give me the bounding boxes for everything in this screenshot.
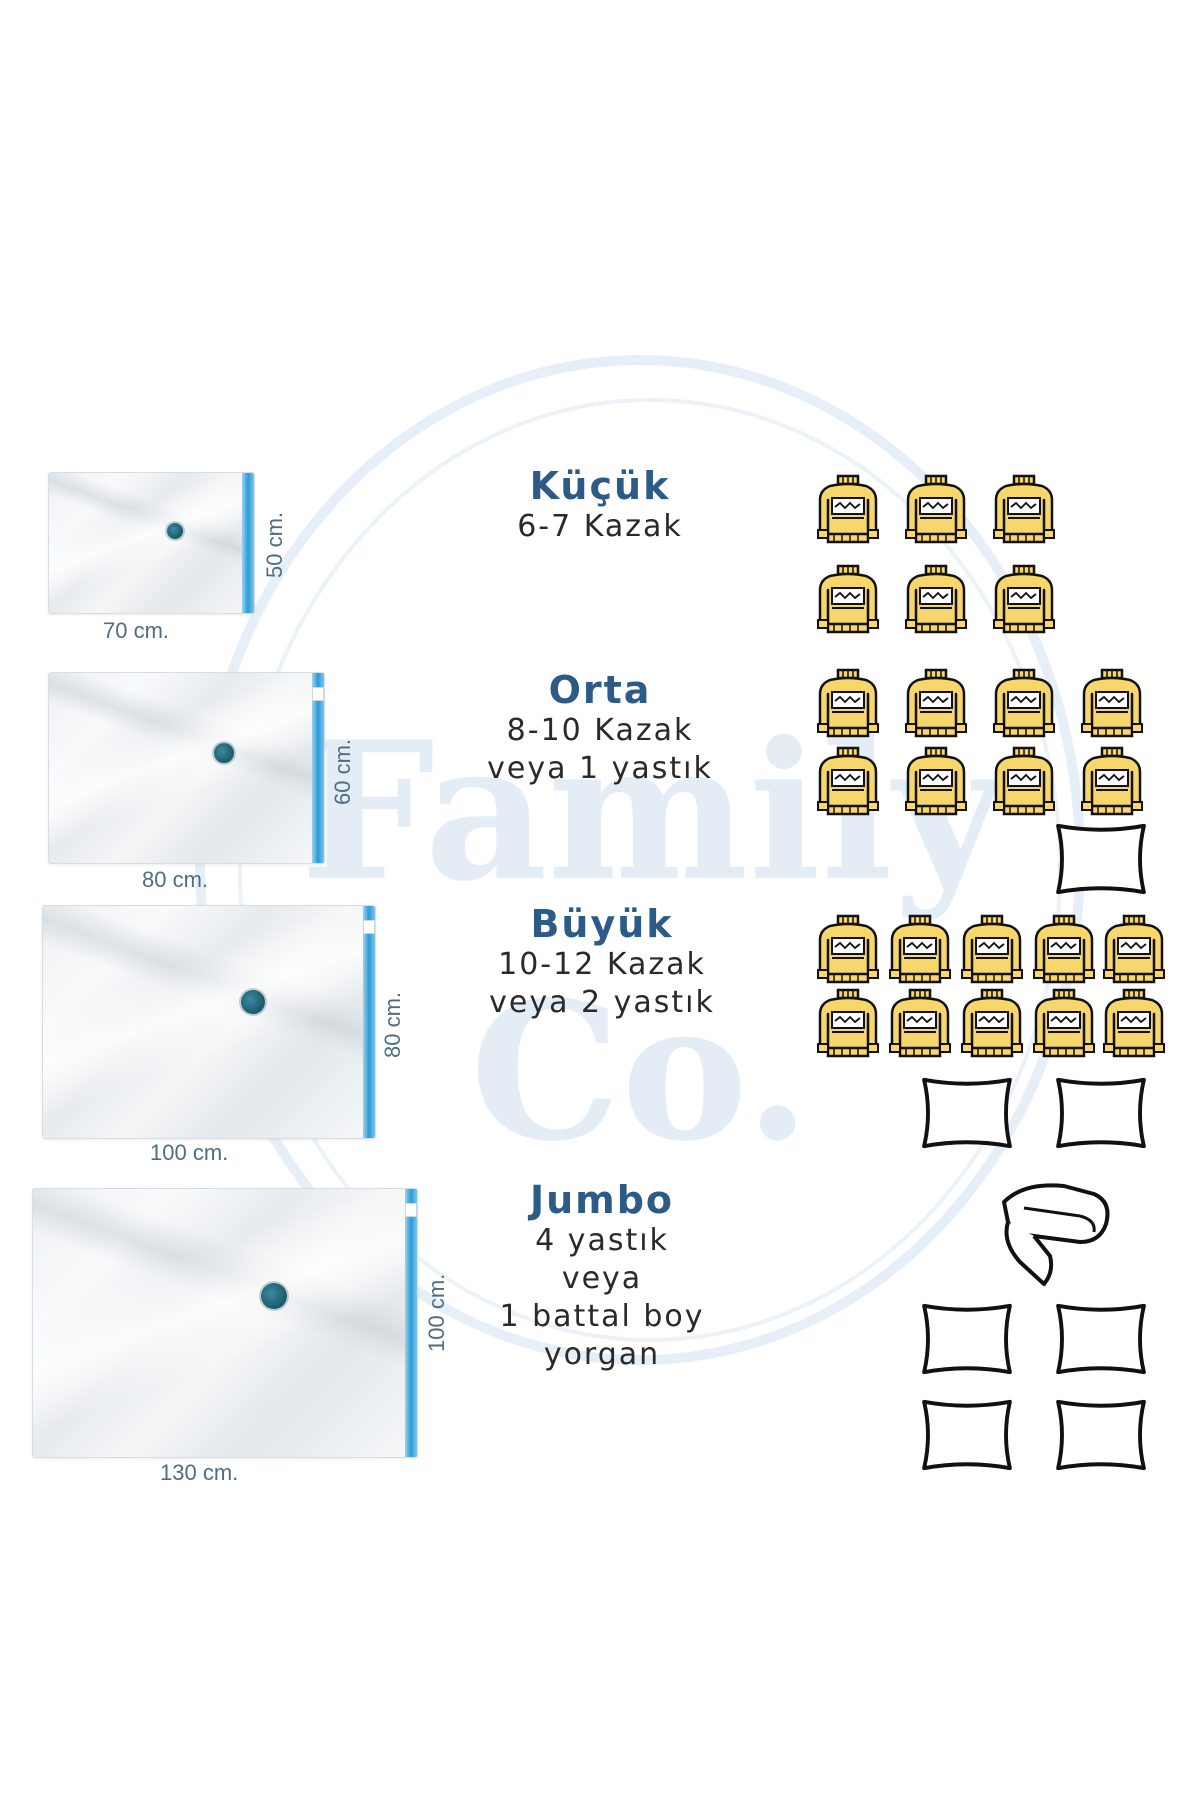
bag-orta-height: 60 cm. xyxy=(330,738,355,805)
pillow-icon xyxy=(1052,1074,1150,1152)
sweater-icon xyxy=(1032,914,1096,986)
pillow-icon xyxy=(918,1396,1016,1474)
sweater-icon xyxy=(888,988,952,1060)
size-name: Orta xyxy=(548,668,652,712)
bag-buyuk-width: 100 cm. xyxy=(150,1140,229,1165)
sweater-icon xyxy=(816,474,880,546)
size-label-kucuk: Küçük 6-7 Kazak xyxy=(450,464,750,546)
valve-icon xyxy=(241,990,265,1014)
bag-orta-width: 80 cm. xyxy=(142,867,209,892)
valve-icon xyxy=(261,1283,287,1309)
zipper-strip xyxy=(242,473,254,613)
zipper-tab xyxy=(312,687,324,701)
size-capacity: veya 2 yastık xyxy=(489,985,715,1020)
bag-jumbo-width: 130 cm. xyxy=(160,1460,239,1485)
size-capacity: veya xyxy=(561,1261,643,1296)
bag-jumbo xyxy=(32,1188,418,1458)
sweater-icon xyxy=(1102,988,1166,1060)
sweater-icon xyxy=(888,914,952,986)
sweater-icon xyxy=(992,564,1056,636)
zipper-tab xyxy=(405,1203,417,1217)
sweater-icon xyxy=(816,914,880,986)
pillow-icon xyxy=(1052,1300,1150,1378)
sweater-icon xyxy=(904,474,968,546)
size-capacity: veya 1 yastık xyxy=(487,751,713,786)
bag-jumbo-height: 100 cm. xyxy=(424,1273,449,1352)
sweater-icon xyxy=(1080,668,1144,740)
bag-kucuk xyxy=(48,472,255,614)
size-capacity: 6-7 Kazak xyxy=(517,509,683,544)
size-name: Büyük xyxy=(530,902,674,946)
sweater-icon xyxy=(960,988,1024,1060)
pillow-icon xyxy=(918,1074,1016,1152)
size-label-jumbo: Jumbo 4 yastık veya 1 battal boy yorgan xyxy=(452,1178,752,1374)
size-label-buyuk: Büyük 10-12 Kazak veya 2 yastık xyxy=(452,902,752,1022)
size-name: Küçük xyxy=(529,464,671,508)
sweater-icon xyxy=(816,668,880,740)
bag-buyuk xyxy=(42,905,376,1139)
folded-blanket-icon xyxy=(984,1172,1114,1292)
zipper-strip xyxy=(312,673,324,863)
sweater-icon xyxy=(904,668,968,740)
size-name: Jumbo xyxy=(529,1178,675,1222)
sweater-icon xyxy=(816,746,880,818)
bag-kucuk-height: 50 cm. xyxy=(262,511,287,578)
sweater-icon xyxy=(992,746,1056,818)
size-capacity: 8-10 Kazak xyxy=(506,713,694,748)
size-capacity: 10-12 Kazak xyxy=(498,947,706,982)
zipper-tab xyxy=(363,920,375,934)
bag-orta xyxy=(48,672,325,864)
sweater-icon xyxy=(1080,746,1144,818)
zipper-strip xyxy=(405,1189,417,1457)
bag-kucuk-width: 70 cm. xyxy=(103,618,170,643)
bag-buyuk-height: 80 cm. xyxy=(380,991,405,1058)
sweater-icon xyxy=(992,474,1056,546)
sweater-icon xyxy=(904,746,968,818)
sweater-icon xyxy=(904,564,968,636)
sweater-icon xyxy=(1102,914,1166,986)
sweater-icon xyxy=(960,914,1024,986)
size-capacity: 4 yastık xyxy=(535,1223,669,1258)
sweater-icon xyxy=(992,668,1056,740)
sweater-icon xyxy=(816,564,880,636)
pillow-icon xyxy=(918,1300,1016,1378)
size-capacity: 1 battal boy xyxy=(499,1299,705,1334)
pillow-icon xyxy=(1052,820,1150,898)
sweater-icon xyxy=(1032,988,1096,1060)
zipper-strip xyxy=(363,906,375,1138)
pillow-icon xyxy=(1052,1396,1150,1474)
valve-icon xyxy=(214,743,234,763)
sweater-icon xyxy=(816,988,880,1060)
size-capacity: yorgan xyxy=(543,1337,661,1372)
size-label-orta: Orta 8-10 Kazak veya 1 yastık xyxy=(450,668,750,788)
valve-icon xyxy=(167,523,183,539)
